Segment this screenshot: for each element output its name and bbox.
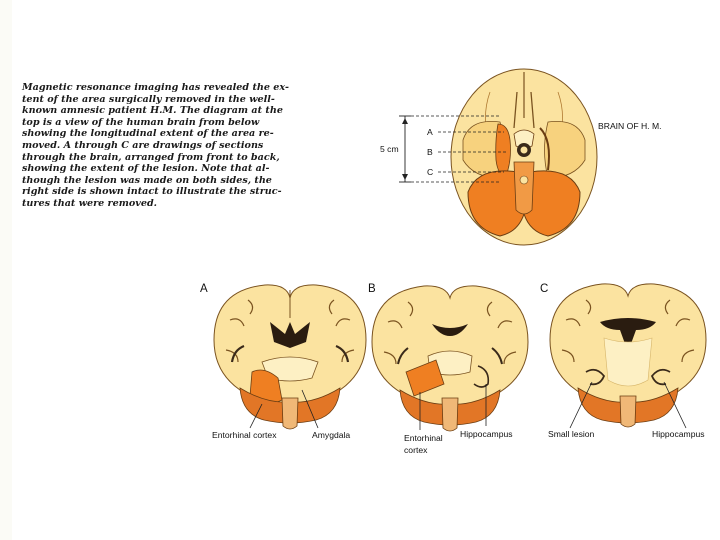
left-margin-strip <box>0 0 12 540</box>
figure-caption: Magnetic resonance imaging has revealed … <box>22 82 297 210</box>
brain-title: BRAIN OF H. M. <box>598 121 662 131</box>
caption-line: tent of the area surgically removed in t… <box>22 93 275 105</box>
panel-label-b: B <box>368 283 376 295</box>
caption-line: showing the extent of the lesion. Note t… <box>22 163 270 175</box>
caption-line: through the brain, arranged from front t… <box>22 151 280 163</box>
caption-line: known amnesic patient H.M. The diagram a… <box>22 105 283 117</box>
caption-line: tures that were removed. <box>22 197 157 209</box>
label-entorhinal-cortex-a: Entorhinal cortex <box>212 430 277 440</box>
caption-line: moved. A through C are drawings of secti… <box>22 139 264 151</box>
coronal-section-b <box>371 285 529 432</box>
brain-ventral-view <box>399 68 598 246</box>
label-small-lesion: Small lesion <box>548 429 595 439</box>
coronal-section-a <box>213 284 367 430</box>
section-marker-b: B <box>427 147 433 157</box>
caption-line: though the lesion was made on both sides… <box>22 174 272 186</box>
panel-label-c: C <box>540 283 549 295</box>
label-entorhinal-b: Entorhinal <box>404 433 443 443</box>
label-hippocampus-b: Hippocampus <box>460 429 513 439</box>
section-marker-c: C <box>427 167 434 177</box>
caption-line: showing the longitudinal extent of the a… <box>22 128 274 140</box>
section-marker-a: A <box>427 127 433 137</box>
panel-label-a: A <box>200 283 208 295</box>
caption-line: top is a view of the human brain from be… <box>22 116 260 128</box>
label-hippocampus-c: Hippocampus <box>652 429 705 439</box>
caption-line: Magnetic resonance imaging has revealed … <box>22 82 289 93</box>
scale-label: 5 cm <box>380 144 399 154</box>
label-cortex-b: cortex <box>404 445 428 455</box>
coronal-section-c <box>549 283 707 429</box>
label-amygdala: Amygdala <box>312 430 351 440</box>
caption-line: right side is shown intact to illustrate… <box>22 186 282 198</box>
